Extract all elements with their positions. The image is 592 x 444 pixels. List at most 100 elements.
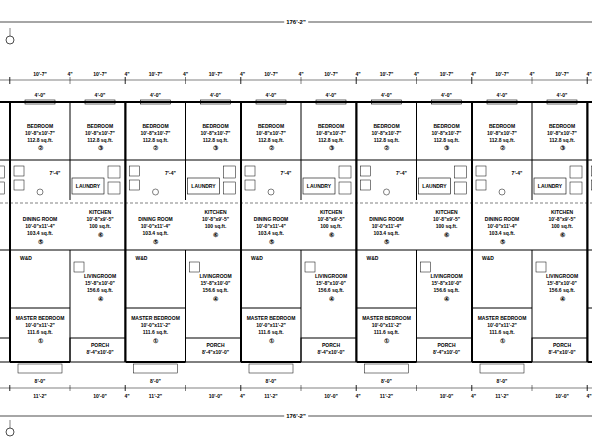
plan-label: 10'-0"x11'-2" — [256, 323, 286, 328]
plan-label: KITCHEN — [89, 210, 111, 215]
fixture — [108, 166, 120, 178]
plan-label: 111.6 sq.ft. — [374, 330, 399, 335]
porch-outline — [186, 338, 241, 362]
plan-label: 8'-0" — [381, 379, 392, 384]
plan-label: 10'-0"x11'-4" — [372, 224, 402, 229]
plan-label: ⑤ — [384, 239, 389, 245]
plan-label: BEDROOM — [318, 124, 344, 129]
fixture — [108, 182, 120, 194]
plan-label: LIVINGROOM — [546, 274, 578, 279]
wall-line — [125, 102, 127, 362]
fixture — [339, 182, 351, 194]
wall-line — [357, 308, 417, 309]
plan-label: DINING ROOM — [138, 217, 172, 222]
plan-label: 10'-0" — [209, 394, 223, 399]
plan-label: MASTER BEDROOM — [247, 316, 296, 321]
plan-label: 15'-8"x10'-0" — [85, 281, 115, 286]
dimension-tick — [587, 77, 588, 84]
plan-label: 10'-0"x11'-2" — [25, 323, 55, 328]
window — [487, 100, 517, 104]
plan-label: 11'-2" — [33, 394, 46, 399]
plan-label: ⑤ — [38, 239, 43, 245]
wall-line — [70, 160, 71, 200]
wall-line — [301, 102, 302, 160]
porch-outline — [417, 338, 472, 362]
plan-label: BEDROOM — [142, 124, 168, 129]
plan-label: 7'-4" — [512, 171, 523, 176]
fixture — [190, 262, 200, 272]
plan-label: 10'-0"x11'-2" — [141, 323, 171, 328]
window — [141, 100, 171, 104]
fixture — [37, 189, 43, 195]
fixture — [74, 262, 84, 272]
overall-dimension: 176'-2" — [284, 413, 308, 419]
plan-label: 8'-4"x10'-0" — [86, 350, 113, 355]
dimension-tick — [241, 385, 242, 391]
plan-label: MASTER BEDROOM — [478, 316, 527, 321]
plan-label: 10'-8"x9'-5" — [86, 217, 113, 222]
dimension-tick — [241, 77, 242, 84]
wall-line — [185, 102, 186, 160]
plan-label: BEDROOM — [433, 124, 459, 129]
plan-label: 4" — [240, 394, 245, 399]
dimension-tick — [532, 77, 533, 84]
dimension-tick — [9, 385, 10, 391]
plan-label: 10'-7" — [149, 72, 163, 77]
plan-label: ③ — [444, 145, 449, 151]
fixture — [130, 166, 140, 176]
plan-label: ⑤ — [269, 239, 274, 245]
plan-label: 15'-8"x10'-0" — [432, 281, 462, 286]
wall-line — [9, 102, 11, 362]
plan-label: LIVINGROOM — [199, 274, 231, 279]
dimension-tick — [356, 385, 357, 391]
fixture — [455, 182, 467, 194]
plan-label: ② — [384, 145, 389, 151]
fixture — [14, 180, 24, 190]
plan-label: 4" — [183, 72, 188, 77]
dimension-tick — [471, 385, 472, 391]
plan-label: 11'-2" — [380, 394, 393, 399]
dimension-line — [0, 80, 592, 81]
plan-label: 10'-7" — [495, 72, 509, 77]
plan-label: 4" — [414, 72, 419, 77]
fixture — [384, 189, 390, 195]
plan-label: 11'-2" — [149, 394, 162, 399]
plan-label: 7'-4" — [50, 171, 61, 176]
plan-label: ③ — [329, 145, 334, 151]
fixture — [245, 166, 255, 176]
wall-line — [185, 160, 186, 200]
plan-label: ⑥ — [329, 232, 334, 238]
dimension-tick — [125, 77, 126, 84]
plan-label: 112.8 sq.ft. — [87, 138, 113, 143]
fixture — [224, 182, 236, 194]
laundry-box — [419, 178, 451, 194]
section-marker — [6, 36, 14, 44]
fixture — [361, 166, 371, 176]
dimension-tick — [9, 77, 10, 84]
plan-label: 10'-8"x9'-5" — [317, 217, 344, 222]
dimension-tick — [301, 385, 302, 391]
dimension-tick — [356, 385, 357, 391]
plan-label: 4" — [124, 394, 129, 399]
plan-label: 112.8 sq.ft. — [374, 138, 400, 143]
dimension-tick — [587, 385, 588, 391]
fixture — [0, 166, 5, 178]
plan-label: 100 sq.ft. — [205, 224, 227, 229]
window — [85, 100, 115, 104]
plan-label: 4'-0" — [441, 93, 452, 98]
plan-label: 10'-7" — [264, 72, 278, 77]
plan-label: 10'-0"x11'-4" — [256, 224, 286, 229]
fixture — [130, 180, 140, 190]
laundry-box — [534, 178, 566, 194]
dimension-tick — [10, 77, 11, 84]
fixture — [476, 180, 486, 190]
dimension-tick — [10, 385, 11, 391]
plan-label: 10'-8"x9'-5" — [433, 217, 460, 222]
plan-label: 4'-0" — [381, 93, 392, 98]
plan-label: 10'-8"x10'-7" — [432, 131, 462, 136]
plan-label: 10'-0"x11'-2" — [372, 323, 402, 328]
plan-label: KITCHEN — [435, 210, 457, 215]
plan-label: LAUNDRY — [538, 184, 562, 189]
